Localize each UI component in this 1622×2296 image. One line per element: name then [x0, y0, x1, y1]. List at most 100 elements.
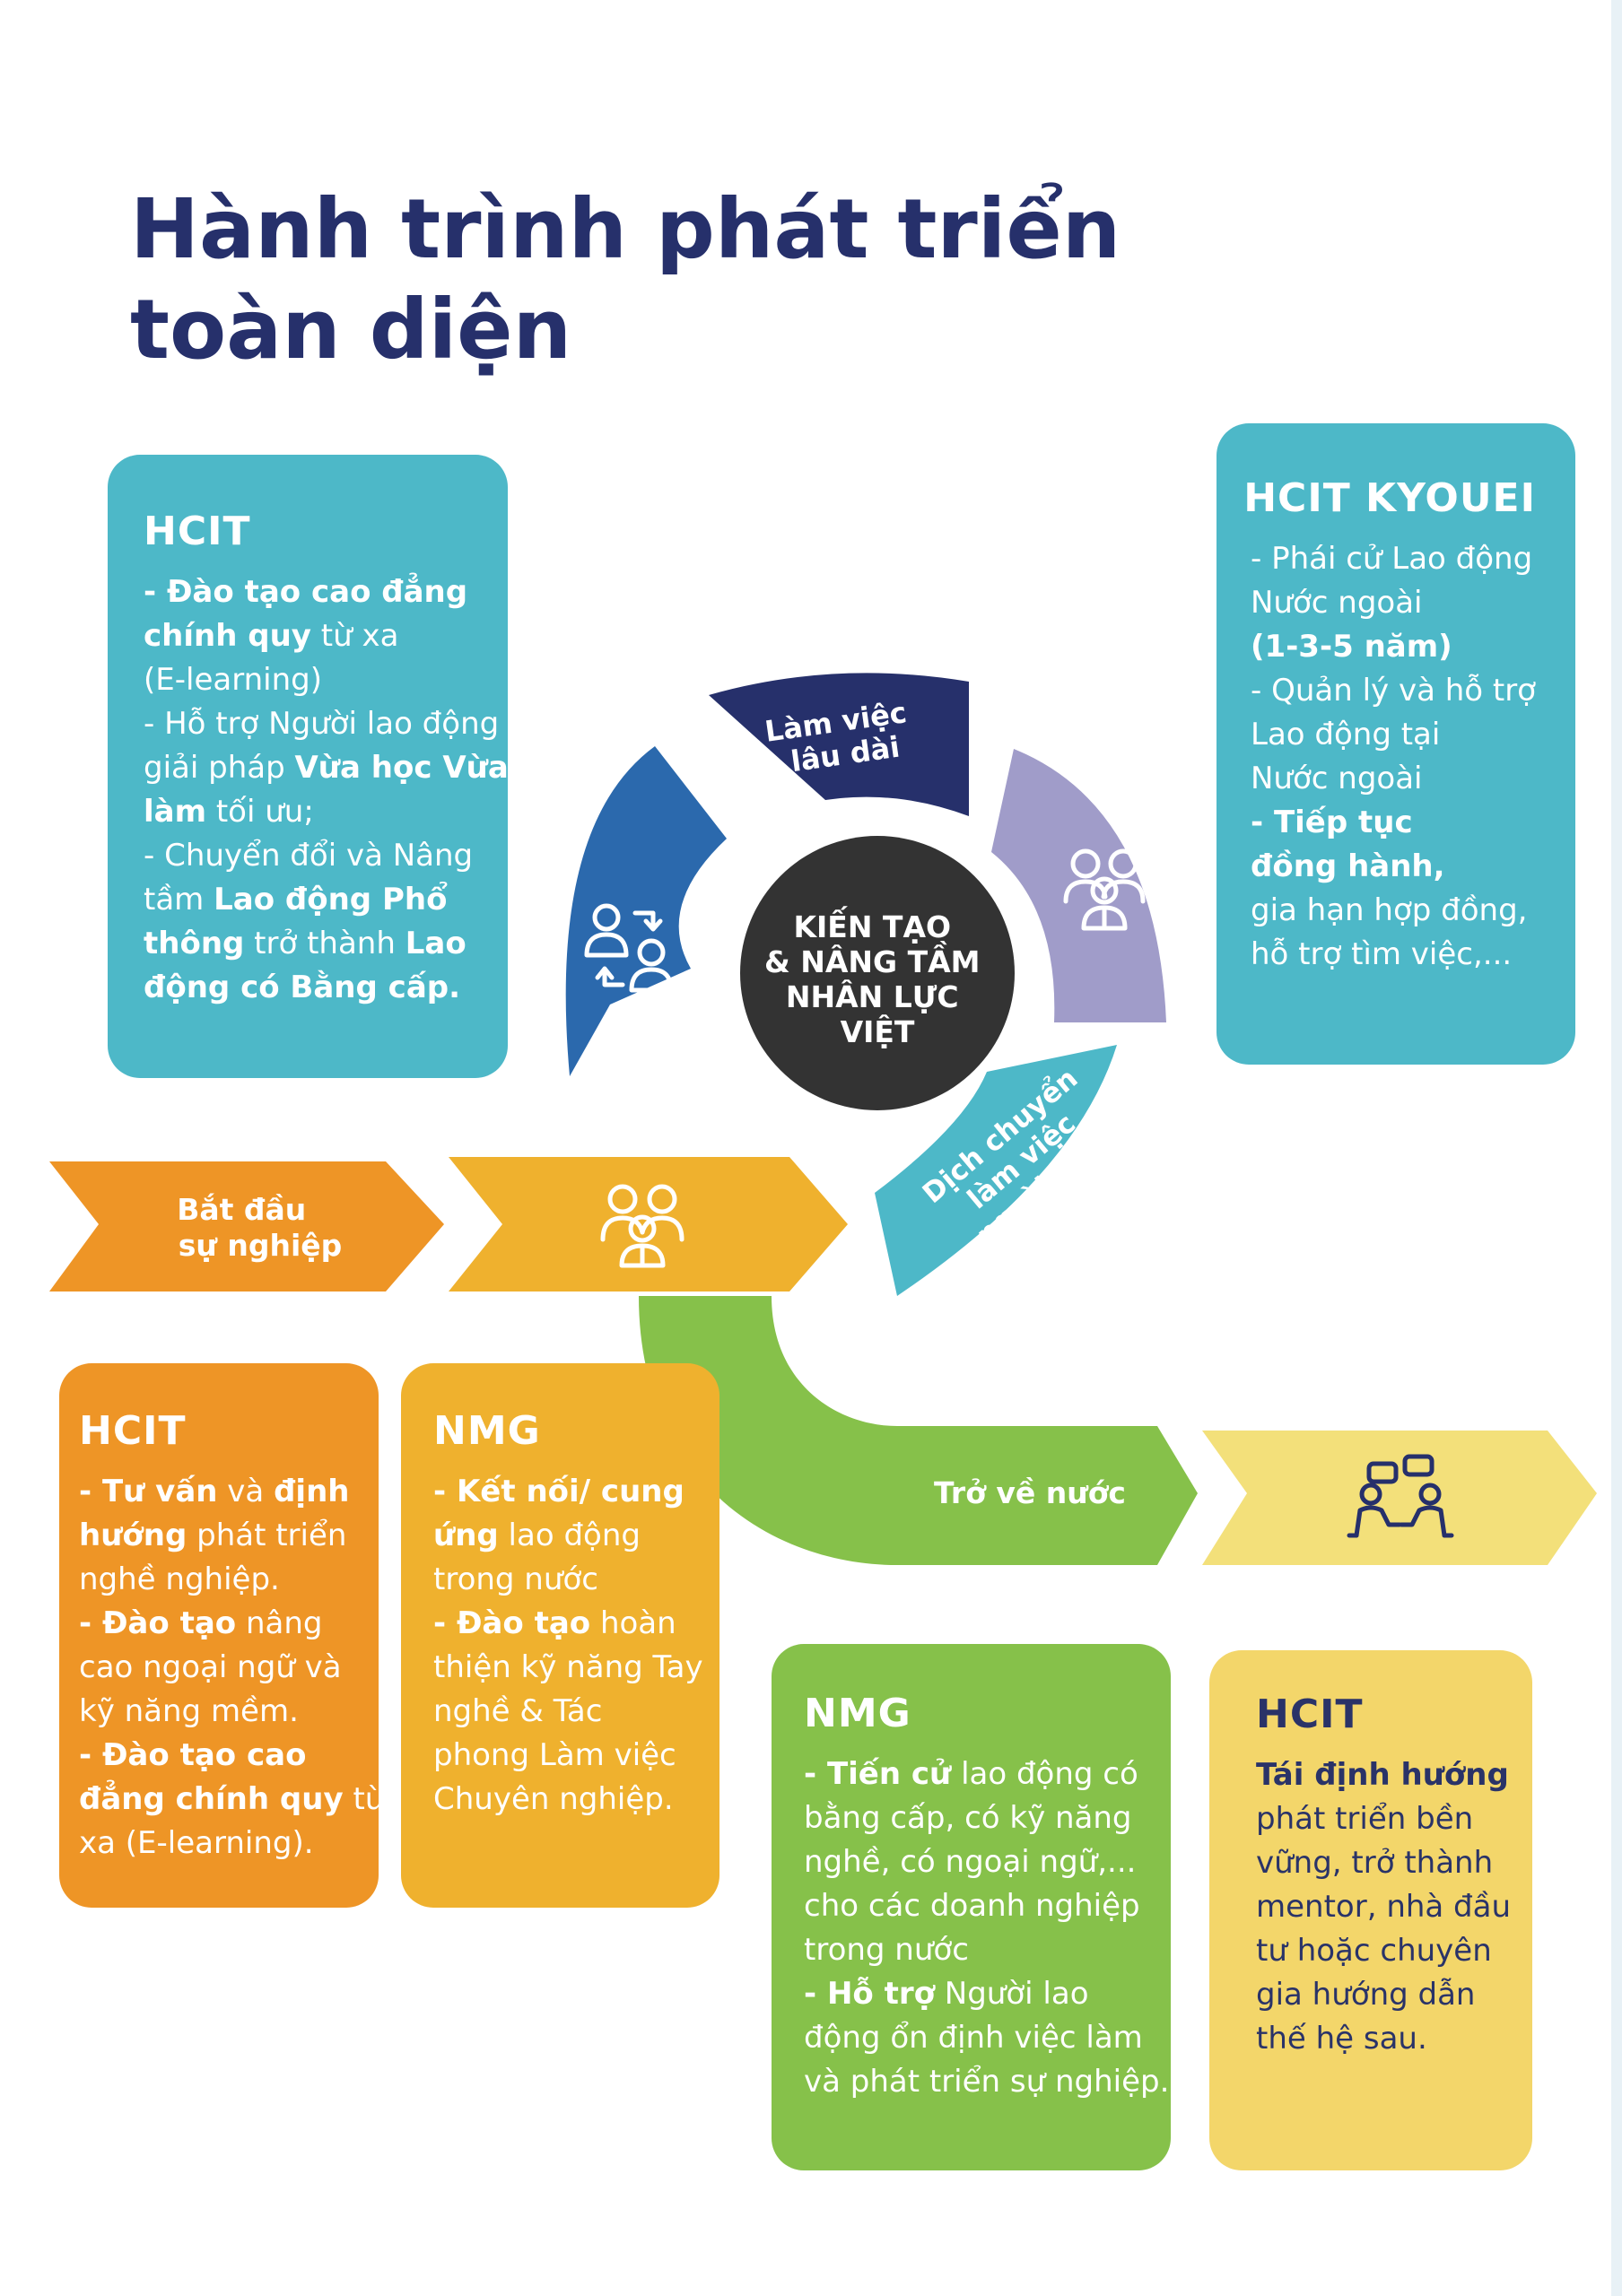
- card-line: cho các doanh nghiệp: [804, 1884, 1156, 1928]
- text: nghề nghiệp.: [79, 1561, 280, 1597]
- card-line: Nước ngoài: [1251, 581, 1536, 625]
- bold-text: - Tư vấn: [79, 1474, 218, 1509]
- bold-text: - Đào tạo: [79, 1605, 237, 1641]
- start-chevron: [49, 1161, 444, 1292]
- card-line: phong Làm việc: [433, 1734, 703, 1778]
- bold-text: làm: [144, 794, 207, 830]
- card-line: thiện kỹ năng Tay: [433, 1646, 703, 1690]
- text: - Hỗ trợ Người lao động: [144, 706, 500, 742]
- card-line: nghề, có ngoại ngữ,...: [804, 1840, 1156, 1884]
- bold-text: đồng hành,: [1251, 848, 1445, 884]
- card-line: - Kết nối/ cung: [433, 1470, 703, 1514]
- card-line: - Quản lý và hỗ trợ: [1251, 669, 1536, 713]
- bold-text: - Tiến cử: [804, 1756, 952, 1792]
- center-line-1: KIẾN TẠO: [793, 905, 951, 944]
- bold-text: - Đào tạo: [433, 1605, 591, 1641]
- text: nghề, có ngoại ngữ,...: [804, 1844, 1137, 1880]
- start-line-1: Bắt đầu: [177, 1192, 306, 1227]
- card-line: vững, trở thành: [1256, 1841, 1514, 1885]
- card-line: trong nước: [433, 1558, 703, 1602]
- bold-text: đẳng chính quy: [79, 1781, 344, 1817]
- card-line: - Chuyển đổi và Nâng: [144, 834, 474, 878]
- card-line: - Tiếp tục: [1251, 801, 1536, 845]
- center-circle: [740, 836, 1015, 1110]
- card-line: - Đào tạo cao: [79, 1734, 361, 1778]
- card-line: hướng phát triển: [79, 1514, 361, 1558]
- bold-text: - Tiếp tục: [1251, 804, 1413, 840]
- card-title: HCIT: [1256, 1692, 1364, 1737]
- text: thế hệ sau.: [1256, 2021, 1427, 2057]
- card-line: đồng hành,: [1251, 845, 1536, 889]
- card-line: (E-learning): [144, 658, 472, 702]
- text: mentor, nhà đầu: [1256, 1889, 1512, 1925]
- start-line-2: sự nghiệp: [179, 1228, 343, 1263]
- card-title: HCIT: [79, 1408, 187, 1454]
- team-icon: [600, 1184, 685, 1268]
- text: lao động: [498, 1518, 641, 1553]
- card-line: nghề & Tác: [433, 1690, 703, 1734]
- card-line: tầm Lao động Phổ: [144, 878, 472, 922]
- card-line: xa (E-learning).: [79, 1822, 361, 1866]
- text: nghề & Tác: [433, 1693, 603, 1729]
- text: Lao động tại: [1251, 717, 1441, 752]
- card-title: NMG: [433, 1408, 541, 1454]
- card-line: ứng lao động: [433, 1514, 703, 1558]
- bold-text: Vừa học Vừa: [294, 750, 509, 786]
- text: xa (E-learning).: [79, 1825, 314, 1861]
- text: phong Làm việc: [433, 1737, 676, 1773]
- text: tư hoặc chuyên: [1256, 1933, 1492, 1969]
- title-line-2: toàn diện: [130, 282, 572, 378]
- card-line: đẳng chính quy từ: [79, 1778, 384, 1822]
- group-icon: [1063, 848, 1146, 931]
- page-title: Hành trình phát triển toàn diện: [130, 179, 1121, 380]
- card-line: mentor, nhà đầu: [1256, 1885, 1514, 1929]
- card-line: hỗ trợ tìm việc,...: [1251, 933, 1536, 977]
- bold-text: - Đào tạo cao: [79, 1737, 307, 1773]
- cycle-segment-right: [991, 749, 1166, 1022]
- bold-text: chính quy: [144, 618, 311, 654]
- center-line-2: & NÂNG TẦM: [764, 940, 981, 979]
- bold-text: Tái định hướng: [1256, 1757, 1509, 1793]
- text: tầm: [144, 882, 214, 918]
- center-label: KIẾN TẠO & NÂNG TẦM NHÂN LỰC VIỆT: [764, 905, 990, 1049]
- text: Nước ngoài: [1251, 761, 1423, 796]
- text: Chuyên nghiệp.: [433, 1781, 674, 1817]
- text: - Chuyển đổi và Nâng: [144, 838, 474, 874]
- card-line: động có Bằng cấp.: [144, 966, 472, 1010]
- text: kỹ năng mềm.: [79, 1693, 299, 1729]
- text: Nước ngoài: [1251, 585, 1423, 621]
- card-line: - Đào tạo cao đẳng: [144, 570, 472, 614]
- card-line: làm tối ưu;: [144, 790, 472, 834]
- card-line: thông trở thành Lao: [144, 922, 472, 966]
- text: hỗ trợ tìm việc,...: [1251, 936, 1513, 972]
- text: trong nước: [433, 1561, 598, 1597]
- people-swap-icon: [584, 903, 674, 993]
- text: lao động có: [951, 1756, 1138, 1792]
- cycle-segment-bottom: [875, 1045, 1117, 1296]
- card-line: - Đào tạo hoàn: [433, 1602, 703, 1646]
- text: cao ngoại ngữ và: [79, 1649, 342, 1685]
- card-line: - Phái cử Lao động: [1251, 537, 1536, 581]
- card-line: - Đào tạo nâng: [79, 1602, 361, 1646]
- card-line: Tái định hướng: [1256, 1753, 1514, 1797]
- card-line: Chuyên nghiệp.: [433, 1778, 703, 1822]
- text: trong nước: [804, 1932, 969, 1968]
- card-line: gia hạn hợp đồng,: [1251, 889, 1536, 933]
- card-line: Nước ngoài: [1251, 757, 1536, 801]
- bold-text: ứng: [433, 1518, 499, 1553]
- card-line: gia hướng dẫn: [1256, 1973, 1514, 2017]
- card-line: - Tư vấn và định: [79, 1470, 361, 1514]
- center-line-4: VIỆT: [841, 1013, 915, 1049]
- card-line: thế hệ sau.: [1256, 2017, 1514, 2061]
- bold-text: hướng: [79, 1518, 187, 1553]
- text: và: [217, 1474, 275, 1509]
